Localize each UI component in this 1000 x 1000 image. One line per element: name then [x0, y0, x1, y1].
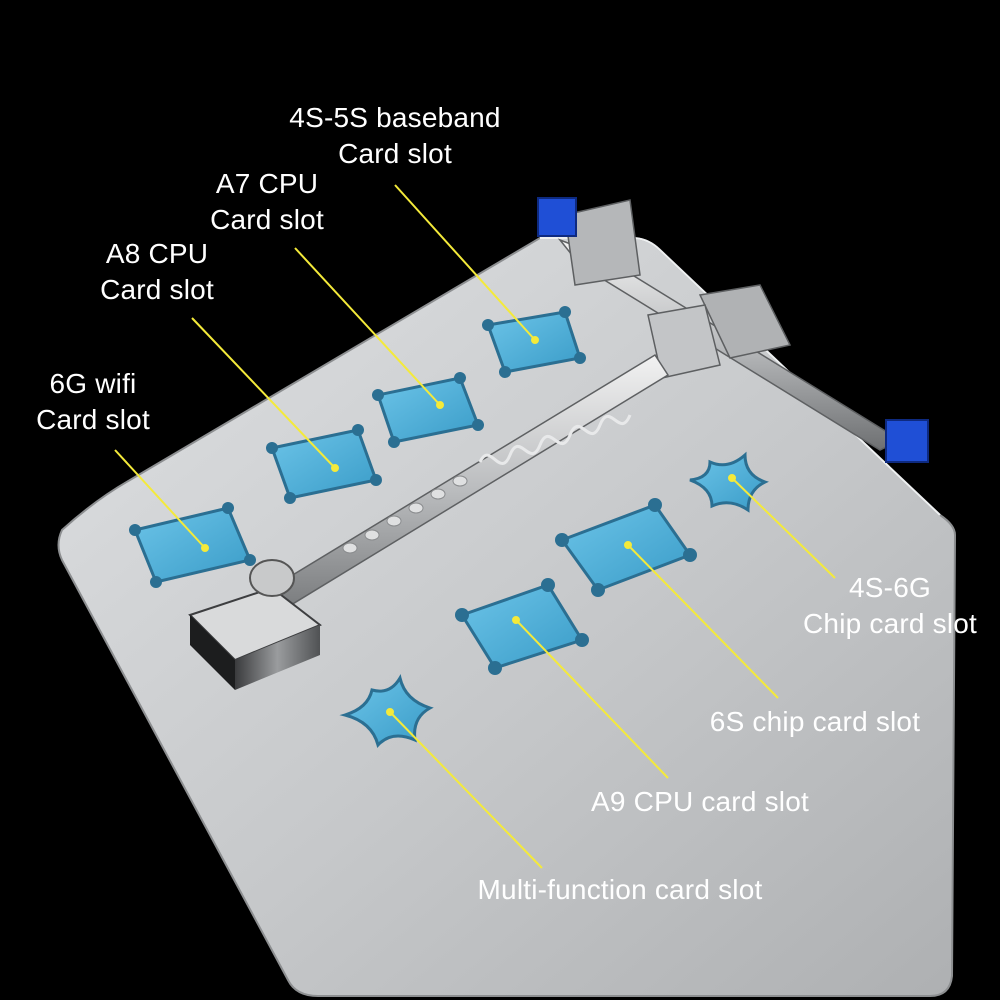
- leader-4s6g: [731, 477, 836, 579]
- leader-wifi: [114, 449, 206, 549]
- label-a7-line1: A7 CPU: [215, 168, 319, 199]
- leader-a7: [294, 247, 441, 406]
- label-wifi: 6G wifi Card slot: [18, 366, 168, 438]
- leader-a9: [515, 619, 669, 779]
- label-4s6g: 4S-6G Chip card slot: [790, 570, 990, 642]
- blue-cap-right: [885, 419, 929, 463]
- label-a8-line1: A8 CPU: [105, 238, 209, 269]
- leader-baseband: [394, 184, 536, 341]
- leader-6s: [627, 544, 779, 699]
- label-multi-line1: Multi-function card slot: [477, 874, 763, 905]
- label-a8-line2: Card slot: [100, 274, 214, 305]
- label-6s-line1: 6S chip card slot: [709, 706, 921, 737]
- label-baseband-line2: Card slot: [338, 138, 452, 169]
- label-baseband: 4S-5S baseband Card slot: [270, 100, 520, 172]
- label-a9: A9 CPU card slot: [580, 784, 820, 820]
- label-4s6g-line1: 4S-6G: [849, 572, 931, 603]
- clamp-rail: [537, 197, 929, 463]
- label-a9-line1: A9 CPU card slot: [591, 786, 809, 817]
- slot-4s-6g-chip: [689, 451, 769, 513]
- label-multi: Multi-function card slot: [455, 872, 785, 908]
- leader-multi: [389, 711, 543, 869]
- blue-cap-top: [537, 197, 577, 237]
- label-4s6g-line2: Chip card slot: [803, 608, 977, 639]
- leader-a8: [191, 317, 336, 469]
- label-wifi-line2: Card slot: [36, 404, 150, 435]
- label-baseband-line1: 4S-5S baseband: [289, 102, 501, 133]
- label-wifi-line1: 6G wifi: [49, 368, 137, 399]
- label-6s: 6S chip card slot: [700, 704, 930, 740]
- label-a8: A8 CPU Card slot: [82, 236, 232, 308]
- slot-a7-cpu: [372, 372, 484, 448]
- thumb-screw-icon: [249, 559, 295, 597]
- slide-bar: [188, 353, 670, 690]
- label-a7-line2: Card slot: [210, 204, 324, 235]
- slot-a8-cpu: [266, 424, 382, 504]
- slot-6g-wifi: [129, 502, 256, 588]
- label-a7: A7 CPU Card slot: [192, 166, 342, 238]
